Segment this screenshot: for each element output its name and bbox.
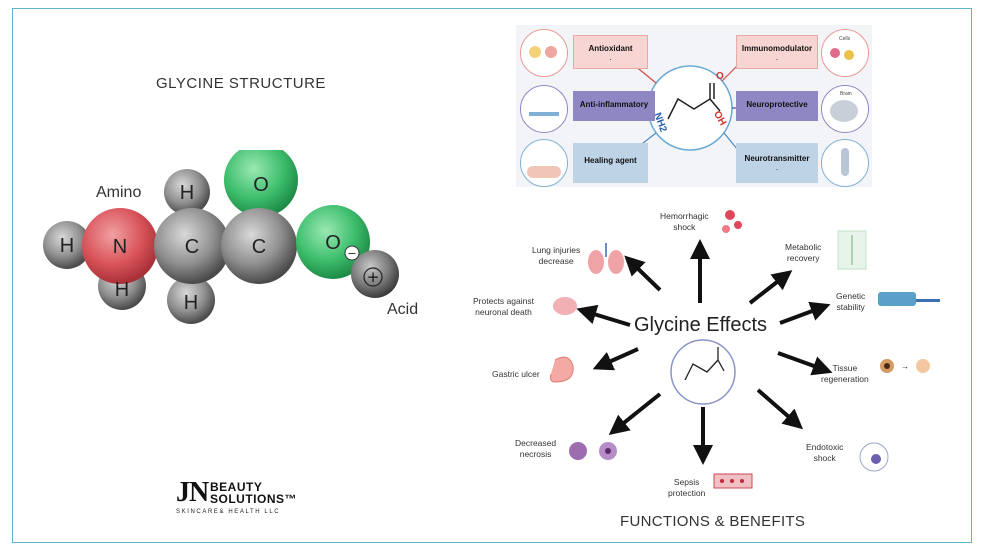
- bacteria-icon: [859, 442, 889, 472]
- atom-c1-label: C: [185, 236, 199, 258]
- minus-charge-icon: −: [347, 247, 356, 260]
- lung-icon: [588, 243, 624, 274]
- neurotransmitter-label: Neurotransmitter: [744, 154, 810, 163]
- svg-text:→: →: [901, 362, 909, 371]
- atom-h-top-label: H: [180, 182, 194, 204]
- antioxidant-icon: [520, 29, 568, 77]
- atom-c2: [221, 208, 297, 284]
- gastric-ulcer-label: Gastric ulcer: [492, 369, 540, 379]
- minus-charge-ring: [344, 245, 360, 261]
- arrow-metabolic: [748, 270, 793, 305]
- atom-o-top: [224, 150, 298, 217]
- plus-charge-ring: [363, 267, 383, 287]
- arrow-lung: [624, 255, 662, 292]
- brain-effect-icon: [553, 297, 577, 315]
- neuroprotective-label: Neuroprotective: [746, 100, 808, 109]
- arrow-neuronal: [576, 304, 631, 327]
- glycine-molecule-model: H O H N H C H C O − + Amino Acid: [43, 150, 418, 324]
- arrow-genetic: [779, 301, 831, 325]
- atom-o-top-label: O: [253, 174, 269, 196]
- blood-vessel-icon: [713, 473, 753, 489]
- neuroprotective-box: Neuroprotective: [736, 91, 818, 121]
- atom-o-right-label: O: [325, 232, 341, 254]
- arrow-endotoxic: [756, 388, 804, 430]
- logo-brand-line1: BEAUTY: [210, 480, 263, 494]
- atom-h-left: [43, 221, 91, 269]
- immunomodulator-dot: .: [775, 53, 779, 62]
- neurotransmitter-box: Neurotransmitter .: [736, 143, 818, 183]
- healing-agent-box: Healing agent: [573, 143, 648, 183]
- glycine-effects-diagram: →: [550, 210, 940, 489]
- logo-jn: JN: [176, 477, 209, 508]
- atom-c1: [154, 208, 230, 284]
- atom-h-bottom-label: H: [184, 292, 198, 314]
- atom-n-label: N: [113, 236, 127, 258]
- center-glycine-circle: [670, 339, 736, 405]
- neurotransmitter-icon: [821, 139, 869, 187]
- functions-benefits-title: FUNCTIONS & BENEFITS: [620, 513, 806, 530]
- healing-agent-label: Healing agent: [584, 156, 637, 165]
- atom-o-right: [296, 205, 370, 279]
- formula-o: O: [716, 71, 724, 82]
- immunomodulator-box: Immunomodulator .: [736, 35, 818, 69]
- plus-charge-icon: +: [367, 268, 380, 286]
- amino-label: Amino: [96, 184, 141, 201]
- necrosis-cells-icon: [569, 442, 617, 460]
- brain-icon: Brain: [821, 85, 869, 133]
- atom-h-bottom-left-label: H: [115, 279, 129, 301]
- healing-agent-icon: [520, 139, 568, 187]
- arrow-tissue: [777, 351, 833, 376]
- logo-brand-line2: SOLUTIONS™: [210, 492, 298, 506]
- anti-inflammatory-label: Anti-inflammatory: [579, 100, 649, 109]
- anti-inflammatory-box: Anti-inflammatory: [573, 91, 655, 121]
- metabolic-network-icon: [837, 230, 867, 270]
- atom-h-bottom: [167, 276, 215, 324]
- cells-label: Cells: [839, 36, 851, 42]
- dna-icon: [878, 292, 940, 306]
- acid-label: Acid: [387, 301, 418, 318]
- cells-icon: Cells: [821, 29, 869, 77]
- glycine-structure-title: GLYCINE STRUCTURE: [156, 75, 326, 92]
- atom-h-top: [164, 169, 210, 215]
- atom-h-left-label: H: [60, 235, 74, 257]
- arrow-necrosis: [608, 392, 662, 435]
- anti-inflammatory-icon: [520, 85, 568, 133]
- atom-h-acid: [351, 250, 399, 298]
- atom-c2-label: C: [252, 236, 266, 258]
- tissue-icon: →: [880, 359, 930, 373]
- brain-label: Brain: [840, 91, 852, 97]
- antioxidant-box: Antioxidant .: [573, 35, 648, 69]
- properties-connectors: [633, 64, 739, 151]
- glycine-effects-title: Glycine Effects: [634, 314, 768, 336]
- glycine-properties-panel: O OH NH2 Antioxidant . Anti-inflammatory…: [516, 25, 872, 187]
- atom-n: [82, 208, 158, 284]
- blood-cells-icon: [722, 210, 742, 233]
- antioxidant-label: Antioxidant: [588, 44, 633, 53]
- logo-tagline: SKINCARE& HEALTH LLC: [176, 509, 281, 515]
- neurotransmitter-dot: .: [775, 163, 779, 172]
- stomach-icon: [550, 356, 574, 383]
- immunomodulator-label: Immunomodulator: [741, 44, 813, 53]
- image-frame: [12, 8, 972, 543]
- arrow-gastric: [592, 347, 639, 371]
- antioxidant-dot: .: [609, 53, 612, 62]
